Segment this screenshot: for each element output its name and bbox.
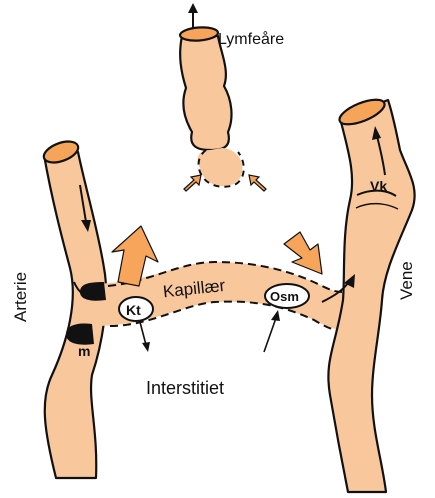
sphincter-label: m (78, 343, 90, 359)
osm-inflow-arrow (264, 318, 276, 352)
osm-inflow-arrowhead (271, 310, 280, 321)
vk-label: Vk (370, 178, 387, 194)
osm-label: Osm (270, 289, 299, 304)
lymph-inflow-arrow-left (184, 175, 201, 191)
lymph-inflow-arrow-right (249, 175, 266, 191)
kt-label: Kt (126, 302, 141, 318)
lymph-outflow-arrowhead (188, 3, 198, 13)
interstitium-label: Interstitiet (146, 378, 224, 398)
kt-outflow-arrow (140, 322, 146, 345)
vein-label: Vene (397, 261, 416, 300)
kt-outflow-arrowhead (142, 342, 150, 352)
lymph-tube (180, 36, 231, 150)
artery-label: Arterie (11, 272, 30, 322)
lymphatic-vessel: Lymfeåre (180, 3, 285, 191)
reabsorption-arrow (284, 232, 322, 274)
lymph-label: Lymfeåre (218, 30, 284, 48)
